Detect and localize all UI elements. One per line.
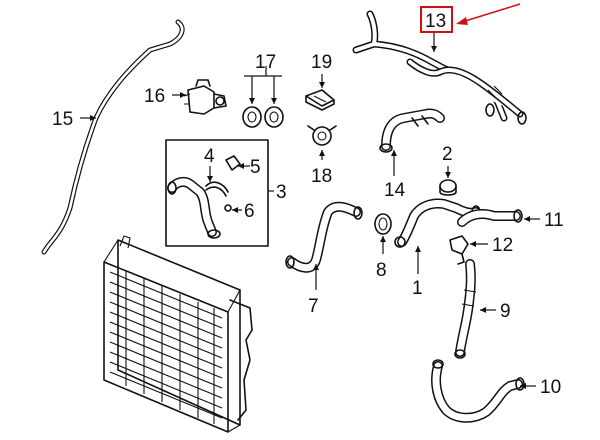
callout-5[interactable]: 5 — [250, 157, 261, 178]
part-19-bracket[interactable] — [305, 89, 335, 111]
highlight-box — [420, 6, 453, 33]
highlight-arrowhead — [456, 17, 468, 25]
part-8-clamp[interactable] — [374, 213, 392, 235]
part-7-hose[interactable] — [285, 201, 363, 273]
callout-12[interactable]: 12 — [492, 235, 513, 256]
callout-3[interactable]: 3 — [276, 182, 287, 203]
callout-8[interactable]: 8 — [376, 260, 387, 281]
callout-13[interactable]: 13 — [425, 11, 446, 32]
radiator-fins — [109, 270, 223, 424]
part-18-clamp[interactable] — [307, 125, 337, 146]
radiator[interactable] — [103, 235, 253, 433]
callout-11[interactable]: 11 — [544, 210, 564, 231]
part-17-clamps[interactable] — [242, 106, 284, 128]
callout-7[interactable]: 7 — [308, 296, 319, 317]
highlight-arrow — [461, 3, 521, 23]
part-2-cap[interactable] — [439, 179, 457, 196]
part-10-hose[interactable] — [431, 359, 525, 423]
part-11-hose[interactable] — [457, 209, 523, 227]
part-3-group[interactable] — [165, 139, 269, 247]
part-13-pipe-assembly[interactable] — [352, 10, 527, 125]
callout-4[interactable]: 4 — [204, 146, 215, 167]
callout-2[interactable]: 2 — [442, 144, 453, 165]
callout-10[interactable]: 10 — [540, 377, 561, 398]
callout-17[interactable]: 17 — [255, 52, 276, 73]
callout-16[interactable]: 16 — [144, 86, 165, 107]
callout-9[interactable]: 9 — [500, 301, 511, 322]
part-14-hose[interactable] — [379, 108, 445, 153]
callout-18[interactable]: 18 — [311, 166, 332, 187]
highlighted-callout-13[interactable]: 13 — [420, 3, 521, 33]
part-15-hose[interactable] — [41, 19, 185, 255]
part-3-hose — [167, 176, 221, 239]
callout-19[interactable]: 19 — [311, 52, 332, 73]
part-12-fitting[interactable] — [449, 235, 469, 265]
callout-6[interactable]: 6 — [244, 201, 255, 222]
callout-15[interactable]: 15 — [52, 109, 73, 130]
part-16-valve[interactable] — [183, 79, 227, 115]
part-9-hose[interactable] — [454, 259, 477, 359]
part-1-hose[interactable] — [394, 198, 481, 248]
callout-labels: 15 16 17 19 18 4 5 3 6 7 8 14 2 1 11 12 … — [52, 52, 564, 398]
callout-1[interactable]: 1 — [412, 278, 423, 299]
callout-14[interactable]: 14 — [384, 180, 406, 201]
leader-arrowheads — [90, 46, 530, 389]
